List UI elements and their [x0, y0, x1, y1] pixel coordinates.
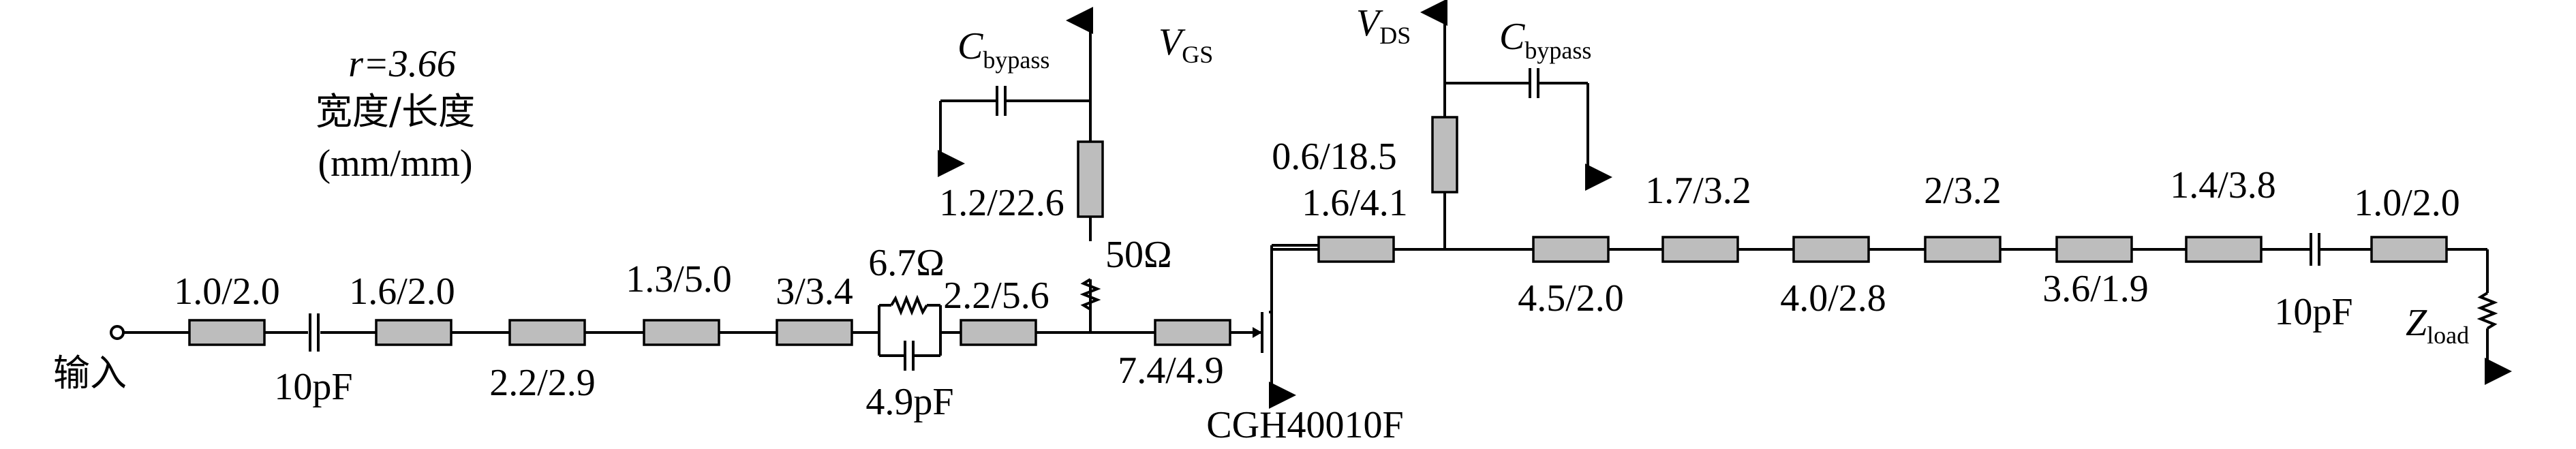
transistor-symbol: [1247, 244, 1319, 409]
vgs-label: VGS: [1159, 21, 1213, 68]
output-tl-3: [1661, 236, 1739, 263]
output-tl-1: [1317, 236, 1395, 263]
input-port-terminal: [110, 325, 125, 340]
ratio-label: r=3.66: [348, 43, 456, 85]
gate-resistor-label: 50Ω: [1105, 234, 1172, 276]
input-tl-7: [1154, 319, 1231, 346]
output-tl-2: [1532, 236, 1610, 263]
unit-label: (mm/mm): [318, 142, 472, 185]
output-tl-3-label: 1.7/3.2: [1645, 170, 1751, 212]
input-tl-3: [508, 319, 586, 346]
drain-bypass-label: Cbypass: [1499, 16, 1591, 64]
input-tl-2: [375, 319, 453, 346]
drain-bias-stub: [1431, 116, 1458, 193]
input-wires: [110, 325, 1247, 340]
output-tl-4-label: 4.0/2.8: [1780, 277, 1886, 320]
output-dc-block-capacitor: [2310, 233, 2320, 266]
vds-label: VDS: [1356, 2, 1411, 49]
input-cap-label: 10pF: [274, 366, 352, 408]
input-tl-1-label: 1.0/2.0: [174, 270, 280, 313]
output-cap-label: 10pF: [2274, 291, 2352, 333]
rc-stabilizer: [878, 294, 942, 371]
input-tl-5: [776, 319, 853, 346]
output-tl-6-label: 3.6/1.9: [2042, 268, 2149, 310]
drain-bias-network: [1420, 0, 1612, 249]
gate-bias-stub: [1077, 140, 1104, 218]
input-tl-4-label: 1.3/5.0: [626, 258, 732, 300]
output-tl-4: [1792, 236, 1870, 263]
stabilizer-capacitor-label: 4.9pF: [865, 381, 953, 423]
gate-stub-label: 1.2/22.6: [939, 182, 1064, 224]
output-wires: [1272, 248, 2489, 293]
output-tl-7: [2185, 236, 2263, 263]
stabilizer-resistor-label: 6.7Ω: [868, 242, 945, 284]
input-port-label: 输入: [53, 352, 127, 394]
output-tl-5-label: 2/3.2: [1924, 170, 2002, 212]
input-tl-3-label: 2.2/2.9: [489, 362, 596, 404]
output-tl-8-label: 1.0/2.0: [2354, 182, 2460, 224]
input-tl-6-label: 2.2/5.6: [943, 275, 1049, 317]
output-tl-5: [1924, 236, 2002, 263]
output-tl-7-label: 1.4/3.8: [2170, 164, 2276, 206]
output-tl-2-label: 4.5/2.0: [1518, 277, 1624, 320]
gate-bypass-label: Cbypass: [957, 25, 1049, 74]
load-label: Zload: [2406, 302, 2469, 349]
width-length-label: 宽度/长度: [316, 90, 475, 133]
input-dc-block-capacitor: [309, 313, 320, 352]
gate-bias-resistor: [1079, 278, 1101, 311]
input-tl-1: [188, 319, 266, 346]
gate-bias-network: [938, 7, 1104, 332]
input-tl-2-label: 1.6/2.0: [349, 270, 455, 313]
output-tl-8: [2370, 236, 2448, 263]
input-tl-4: [643, 319, 720, 346]
input-tl-7-label: 7.4/4.9: [1118, 350, 1224, 392]
input-tl-5-label: 3/3.4: [776, 270, 853, 313]
output-tl-1-label: 1.6/4.1: [1302, 182, 1408, 224]
stabilizer-resistor: [890, 294, 928, 316]
input-tl-6: [960, 319, 1037, 346]
transistor-label: CGH40010F: [1206, 404, 1403, 446]
load-resistor: [2477, 292, 2512, 385]
output-tl-6: [2055, 236, 2133, 263]
drain-stub-label: 0.6/18.5: [1272, 136, 1397, 178]
